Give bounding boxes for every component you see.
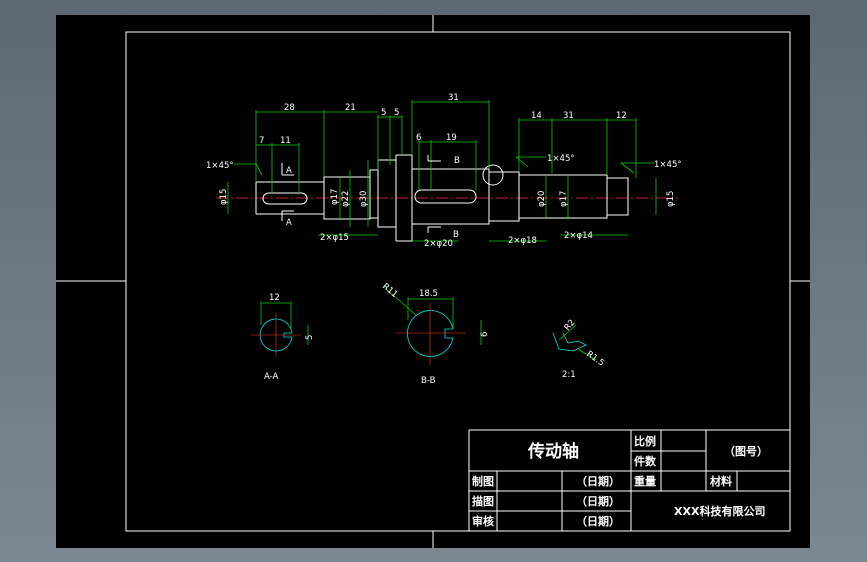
date-1: （日期） bbox=[576, 474, 620, 488]
dia-4: φ20 bbox=[537, 191, 547, 207]
detail-r2: R1.5 bbox=[584, 349, 606, 368]
dim-inner-2: 6 bbox=[416, 133, 421, 143]
section-mark-a-top: A bbox=[286, 166, 292, 176]
section-bb: 18.5 6 R11 B-B bbox=[380, 282, 490, 386]
scale-label: 比例 bbox=[634, 434, 656, 448]
drawing-sheet: 28 21 5 5 31 14 31 12 7 11 6 19 1×45° 1×… bbox=[56, 15, 810, 548]
dim-top-6: 31 bbox=[563, 111, 574, 121]
part-name: 传动轴 bbox=[527, 441, 579, 462]
label-detail: 2:1 bbox=[562, 370, 576, 380]
keyway-right bbox=[414, 189, 477, 204]
date-2: （日期） bbox=[576, 494, 620, 508]
dim-top-4: 31 bbox=[448, 93, 459, 103]
aa-width-dim: 12 bbox=[269, 293, 280, 303]
chamfer-2: 1×45° bbox=[654, 160, 682, 170]
material-label: 材料 bbox=[710, 474, 732, 488]
drawing-no: （图号） bbox=[724, 445, 768, 458]
label-bb: B-B bbox=[421, 376, 436, 386]
dia-3: φ30 bbox=[359, 191, 369, 207]
bottom-dim-3: 2×φ14 bbox=[564, 231, 593, 241]
section-mark-b-top: B bbox=[454, 156, 460, 166]
inner-border bbox=[125, 31, 791, 532]
dim-top-0: 28 bbox=[284, 103, 295, 113]
dimension-lines bbox=[227, 100, 657, 242]
dim-inner-0: 7 bbox=[259, 136, 264, 146]
bottom-dim-2: 2×φ18 bbox=[508, 236, 537, 246]
bottom-dim-1: 2×φ20 bbox=[424, 239, 453, 249]
weight-label: 重量 bbox=[634, 474, 656, 488]
qty-label: 件数 bbox=[634, 454, 657, 468]
drafter-label: 制图 bbox=[472, 474, 494, 488]
date-3: （日期） bbox=[576, 514, 620, 528]
dim-top-3: 5 bbox=[394, 108, 399, 118]
label-aa: A-A bbox=[264, 372, 279, 382]
dim-inner-1: 11 bbox=[280, 136, 291, 146]
chamfer-1: 1×45° bbox=[547, 154, 575, 164]
detail-view: R2 R1.5 2:1 bbox=[552, 318, 606, 380]
section-mark-b-bottom: B bbox=[453, 230, 459, 240]
bottom-dim-0: 2×φ15 bbox=[320, 233, 349, 243]
dim-top-5: 14 bbox=[531, 111, 542, 121]
drawing-svg: 28 21 5 5 31 14 31 12 7 11 6 19 1×45° 1×… bbox=[56, 15, 810, 548]
dia-6: φ15 bbox=[666, 191, 676, 207]
title-block bbox=[468, 429, 791, 532]
bb-key-dim: 6 bbox=[480, 332, 490, 337]
detail-r1: R2 bbox=[563, 318, 578, 333]
dim-top-7: 12 bbox=[616, 111, 627, 121]
section-aa: 12 5 A-A bbox=[251, 293, 315, 382]
detail-circle bbox=[482, 164, 504, 186]
dia-2: φ22 bbox=[341, 191, 351, 207]
dia-1: φ17 bbox=[330, 189, 340, 205]
dia-5: φ17 bbox=[559, 191, 569, 207]
reviewer-label: 审核 bbox=[472, 514, 494, 528]
dim-inner-3: 19 bbox=[446, 133, 457, 143]
dim-top-1: 21 bbox=[345, 103, 356, 113]
keyway-left bbox=[262, 192, 308, 205]
section-arrows bbox=[281, 155, 441, 233]
section-mark-a-bottom: A bbox=[286, 218, 292, 228]
dia-0: φ15 bbox=[219, 189, 229, 205]
chamfer-0: 1×45° bbox=[206, 161, 234, 171]
bb-radius-dim: R11 bbox=[380, 282, 399, 300]
aa-key-dim: 5 bbox=[305, 335, 315, 340]
shaft-outline bbox=[255, 154, 629, 242]
company-name: XXX科技有限公司 bbox=[674, 504, 765, 518]
dim-top-2: 5 bbox=[381, 108, 386, 118]
checker-label: 描图 bbox=[472, 494, 494, 508]
bb-width-dim: 18.5 bbox=[419, 289, 438, 299]
